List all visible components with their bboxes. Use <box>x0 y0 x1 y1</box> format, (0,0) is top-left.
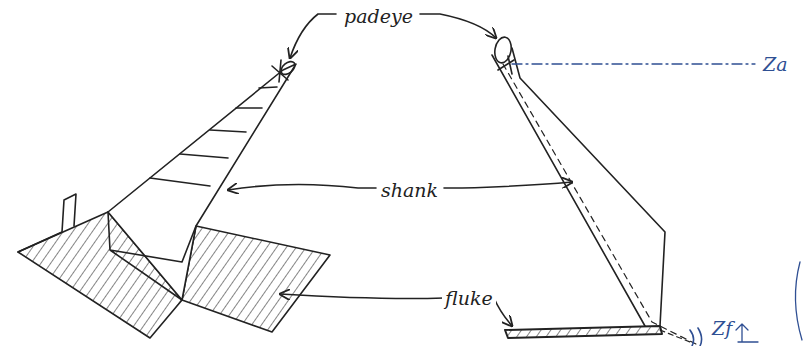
part-label: padeye <box>341 6 416 27</box>
part-label: fluke <box>442 288 496 309</box>
part-label: shank <box>378 180 441 201</box>
dimension-label: Zf <box>709 318 735 339</box>
dimension-label: Za <box>760 54 791 75</box>
